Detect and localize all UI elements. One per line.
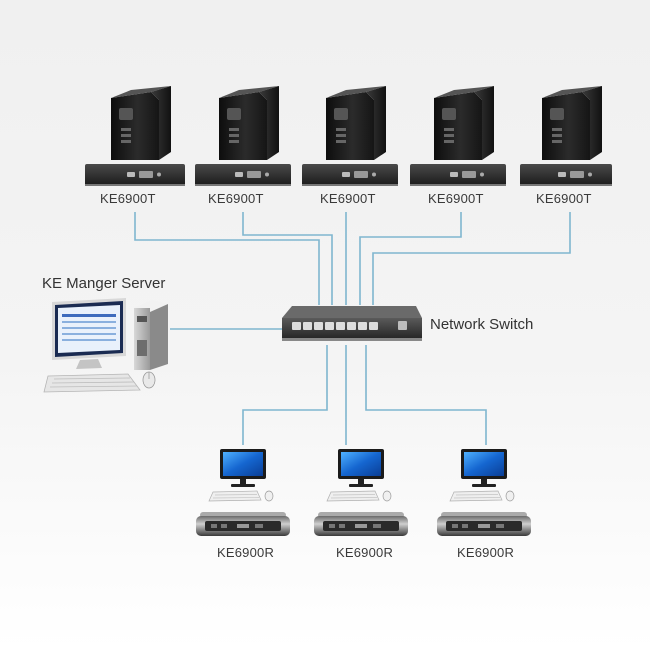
wire-tx4-switch xyxy=(359,212,462,305)
wire-tx1-switch xyxy=(134,212,320,305)
server-workstation-icon xyxy=(43,298,168,393)
receiver-label-2: KE6900R xyxy=(336,545,394,560)
kvm-receiver-icon xyxy=(196,512,290,536)
wire-switch-rx1 xyxy=(242,345,328,445)
keyboard-icon xyxy=(208,490,262,502)
transmitter-label-5: KE6900T xyxy=(536,191,592,206)
monitor-icon xyxy=(220,449,266,487)
keyboard-icon xyxy=(326,490,380,502)
transmitter-1 xyxy=(85,86,185,186)
wire-tx5-switch xyxy=(372,212,571,305)
transmitter-label-2: KE6900T xyxy=(208,191,264,206)
pc-tower-icon xyxy=(542,86,602,160)
mouse-icon xyxy=(505,490,515,502)
wire-switch-rx3 xyxy=(365,345,487,445)
keyboard-icon xyxy=(43,373,141,393)
kvm-receiver-icon xyxy=(437,512,531,536)
server-tower-icon xyxy=(134,300,168,370)
kvm-transmitter-icon xyxy=(520,164,612,186)
receiver-station-2 xyxy=(314,449,408,536)
network-switch-icon xyxy=(282,306,422,341)
pc-tower-icon xyxy=(434,86,494,160)
kvm-transmitter-icon xyxy=(410,164,506,186)
transmitter-label-3: KE6900T xyxy=(320,191,376,206)
switch-label: Network Switch xyxy=(430,316,534,333)
wire-tx2-switch xyxy=(242,212,333,305)
transmitter-3 xyxy=(302,86,398,186)
receiver-station-1 xyxy=(196,449,290,536)
receiver-station-3 xyxy=(437,449,531,536)
mouse-icon xyxy=(264,490,274,502)
pc-tower-icon xyxy=(111,86,171,160)
mouse-icon xyxy=(142,371,156,389)
receiver-label-3: KE6900R xyxy=(457,545,515,560)
transmitter-2 xyxy=(195,86,291,186)
transmitter-5 xyxy=(520,86,612,186)
transmitter-label-1: KE6900T xyxy=(100,191,156,206)
monitor-icon xyxy=(338,449,384,487)
kvm-transmitter-icon xyxy=(85,164,185,186)
pc-tower-icon xyxy=(326,86,386,160)
kvm-receiver-icon xyxy=(314,512,408,536)
transmitter-4 xyxy=(410,86,506,186)
keyboard-icon xyxy=(449,490,503,502)
transmitter-label-4: KE6900T xyxy=(428,191,484,206)
network-wires xyxy=(134,212,571,445)
mouse-icon xyxy=(382,490,392,502)
server-label: KE Manger Server xyxy=(42,275,166,292)
monitor-icon xyxy=(461,449,507,487)
kvm-transmitter-icon xyxy=(195,164,291,186)
kvm-transmitter-icon xyxy=(302,164,398,186)
pc-tower-icon xyxy=(219,86,279,160)
monitor-icon xyxy=(52,298,126,369)
receiver-label-1: KE6900R xyxy=(217,545,275,560)
